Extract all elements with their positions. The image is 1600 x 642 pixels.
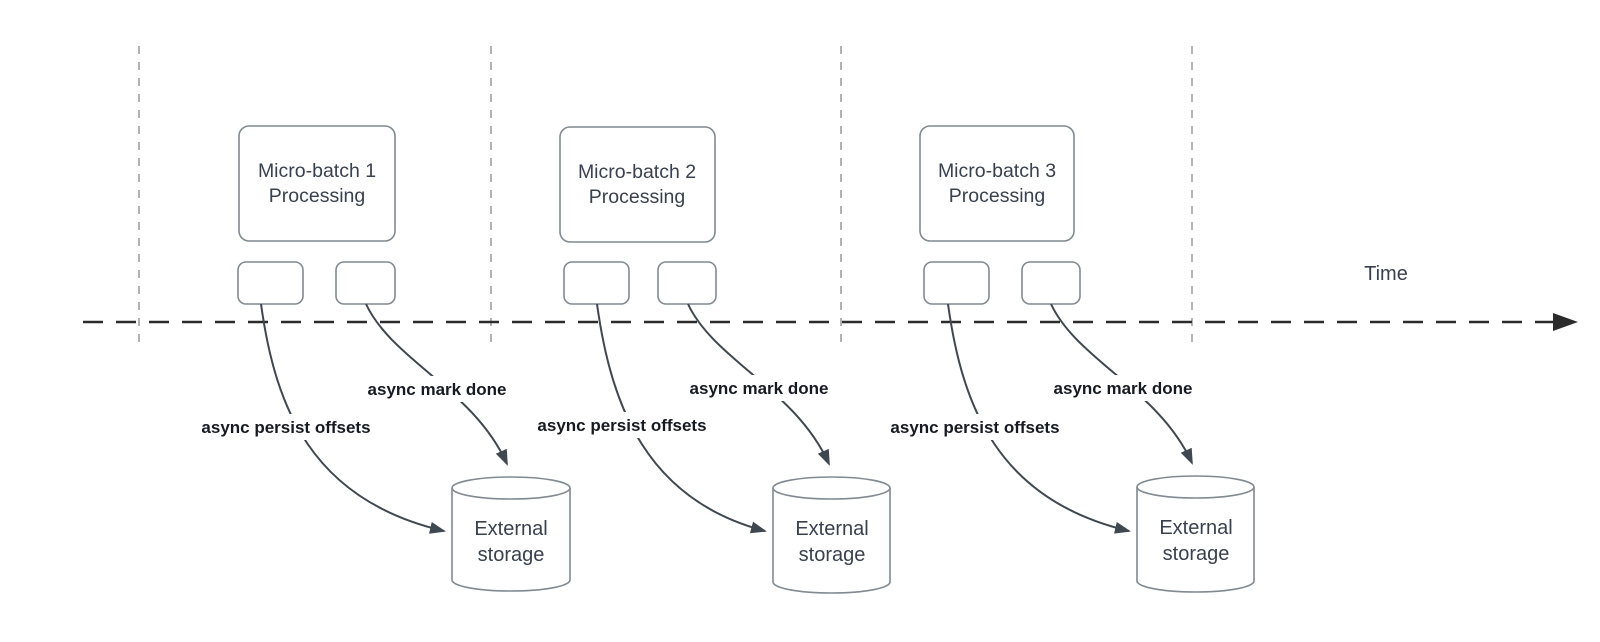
persist-label-bg-1: [190, 414, 382, 440]
microbatch-2-label-line1: Micro-batch 2: [578, 161, 696, 183]
done-label-bg-3: [1044, 375, 1202, 401]
microbatch-1-processing-box: [238, 125, 396, 242]
external-storage-cylinder-3: [1136, 487, 1255, 593]
time-label: Time: [1364, 263, 1408, 285]
persist-label-bg-3: [879, 414, 1071, 440]
microbatch-1-persist-task-box: [237, 261, 304, 305]
microbatch-1-label-line2: Processing: [269, 185, 365, 207]
microbatch-2-label-line2: Processing: [589, 186, 685, 208]
microbatch-3-done-task-box: [1021, 261, 1081, 305]
done-label-bg-1: [358, 376, 516, 402]
external-storage-cylinder-1-top: [451, 476, 571, 500]
external-storage-cylinder-2: [772, 488, 891, 594]
external-storage-1-label-line2: storage: [478, 544, 545, 566]
microbatch-3-label-line2: Processing: [949, 185, 1045, 207]
external-storage-1-label-line1: External: [474, 518, 547, 540]
microbatch-3-group: Micro-batch 3 Processing async persist o…: [879, 125, 1255, 593]
async-mark-done-label-3: async mark done: [1054, 379, 1193, 398]
external-storage-cylinder-2-top: [772, 476, 891, 500]
external-storage-cylinder-1: [451, 488, 571, 592]
microbatch-1-label-line1: Micro-batch 1: [258, 160, 376, 182]
external-storage-2-label-line2: storage: [799, 544, 866, 566]
microbatch-2-persist-task-box: [563, 261, 630, 305]
async-mark-done-label-1: async mark done: [368, 380, 507, 399]
external-storage-3-label-line1: External: [1159, 517, 1232, 539]
microbatch-2-done-task-box: [657, 261, 717, 305]
external-storage-2-label-line1: External: [795, 518, 868, 540]
async-persist-offsets-label-1: async persist offsets: [201, 418, 370, 437]
microbatch-3-persist-task-box: [923, 261, 990, 305]
time-gridlines: [138, 46, 1193, 342]
microbatch-2-group: Micro-batch 2 Processing async persist o…: [526, 126, 891, 594]
microbatch-1-group: Micro-batch 1 Processing async persist o…: [190, 125, 571, 592]
external-storage-cylinder-3-top: [1136, 475, 1255, 499]
microbatch-2-processing-box: [559, 126, 716, 243]
timeline-arrowhead-icon: [1553, 313, 1578, 331]
microbatch-3-processing-box: [919, 125, 1075, 242]
timeline-axis: [83, 313, 1578, 331]
microbatch-3-label-line1: Micro-batch 3: [938, 160, 1056, 182]
async-mark-done-label-2: async mark done: [690, 379, 829, 398]
async-persist-offsets-arrow-3: [947, 303, 1131, 534]
persist-label-bg-2: [526, 412, 718, 438]
microbatch-1-done-task-box: [335, 261, 396, 305]
async-persist-offsets-label-2: async persist offsets: [537, 416, 706, 435]
async-persist-offsets-arrow-1: [260, 303, 446, 534]
done-label-bg-2: [680, 375, 838, 401]
external-storage-3-label-line2: storage: [1163, 543, 1230, 565]
async-persist-offsets-label-3: async persist offsets: [890, 418, 1059, 437]
async-persist-offsets-arrow-2: [596, 303, 767, 534]
